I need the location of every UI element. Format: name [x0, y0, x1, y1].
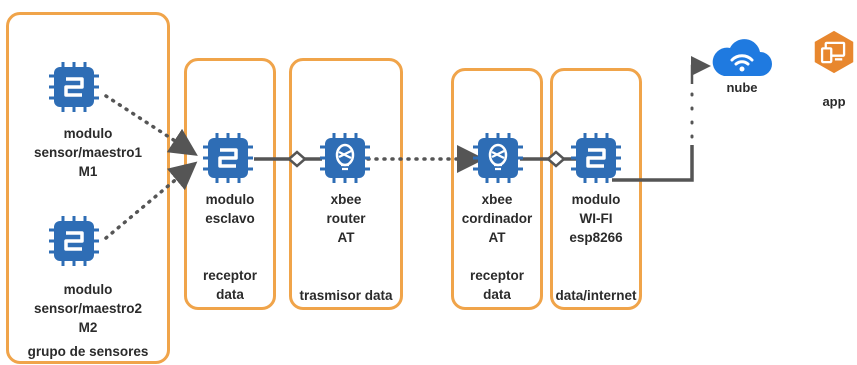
coordinator-role-label: receptor data [453, 266, 541, 304]
router-line2: router [326, 211, 366, 226]
slave-role-label: receptor data [186, 266, 274, 304]
chip-icon-wifi [571, 133, 621, 183]
wifi-box [550, 68, 642, 310]
app-devices-icon [814, 30, 854, 74]
sensor-group-caption: grupo de sensores [27, 344, 149, 359]
chip-icon-slave [203, 133, 253, 183]
module-m1-line1: modulo [63, 126, 113, 141]
module-m2-line3: M2 [78, 320, 98, 335]
coordinator-label: xbee cordinador AT [453, 190, 541, 247]
wifi-label: modulo WI-FI esp8266 [552, 190, 640, 247]
module-m2-line1: modulo [63, 282, 113, 297]
link-diamond-1 [287, 150, 307, 168]
module-m2-label: modulo sensor/maestro2 M2 [10, 280, 166, 337]
wifi-role-label: data/internet [555, 288, 637, 303]
coordinator-line2: cordinador [461, 211, 533, 226]
wifi-line2: WI-FI [579, 211, 613, 226]
module-m1-line3: M1 [78, 164, 98, 179]
module-m2-line2: sensor/maestro2 [33, 301, 143, 316]
link-m2-slave [104, 161, 198, 240]
slave-label: modulo esclavo [186, 190, 274, 228]
xbee-chip-icon-coordinator [473, 133, 523, 183]
cloud-label: nube [726, 80, 758, 95]
link-m1-slave [104, 94, 198, 156]
app-label: app [822, 94, 846, 109]
module-m1-line2: sensor/maestro1 [33, 145, 143, 160]
slave-role2: data [216, 287, 244, 302]
coordinator-box [451, 68, 543, 310]
wifi-line1: modulo [571, 192, 621, 207]
link-wifi-cloud [612, 145, 694, 182]
router-line3: AT [337, 230, 355, 245]
coordinator-role1: receptor [469, 268, 525, 283]
slave-line2: esclavo [205, 211, 255, 226]
slave-line1: modulo [205, 192, 255, 207]
link-cloud-arrow [690, 56, 711, 84]
slave-role1: receptor [202, 268, 258, 283]
chip-icon-m2 [49, 216, 99, 266]
coordinator-line3: AT [488, 230, 506, 245]
coordinator-role2: data [483, 287, 511, 302]
xbee-chip-icon-router [320, 133, 370, 183]
module-m1-label: modulo sensor/maestro1 M1 [10, 124, 166, 181]
coordinator-line1: xbee [481, 192, 513, 207]
chip-icon-m1 [49, 62, 99, 112]
router-role-label: trasmisor data [299, 288, 393, 303]
router-label: xbee router AT [291, 190, 401, 247]
link-diamond-2 [546, 150, 566, 168]
cloud-wifi-icon [712, 39, 772, 76]
wifi-line3: esp8266 [569, 230, 623, 245]
router-line1: xbee [330, 192, 362, 207]
router-box [289, 58, 403, 310]
